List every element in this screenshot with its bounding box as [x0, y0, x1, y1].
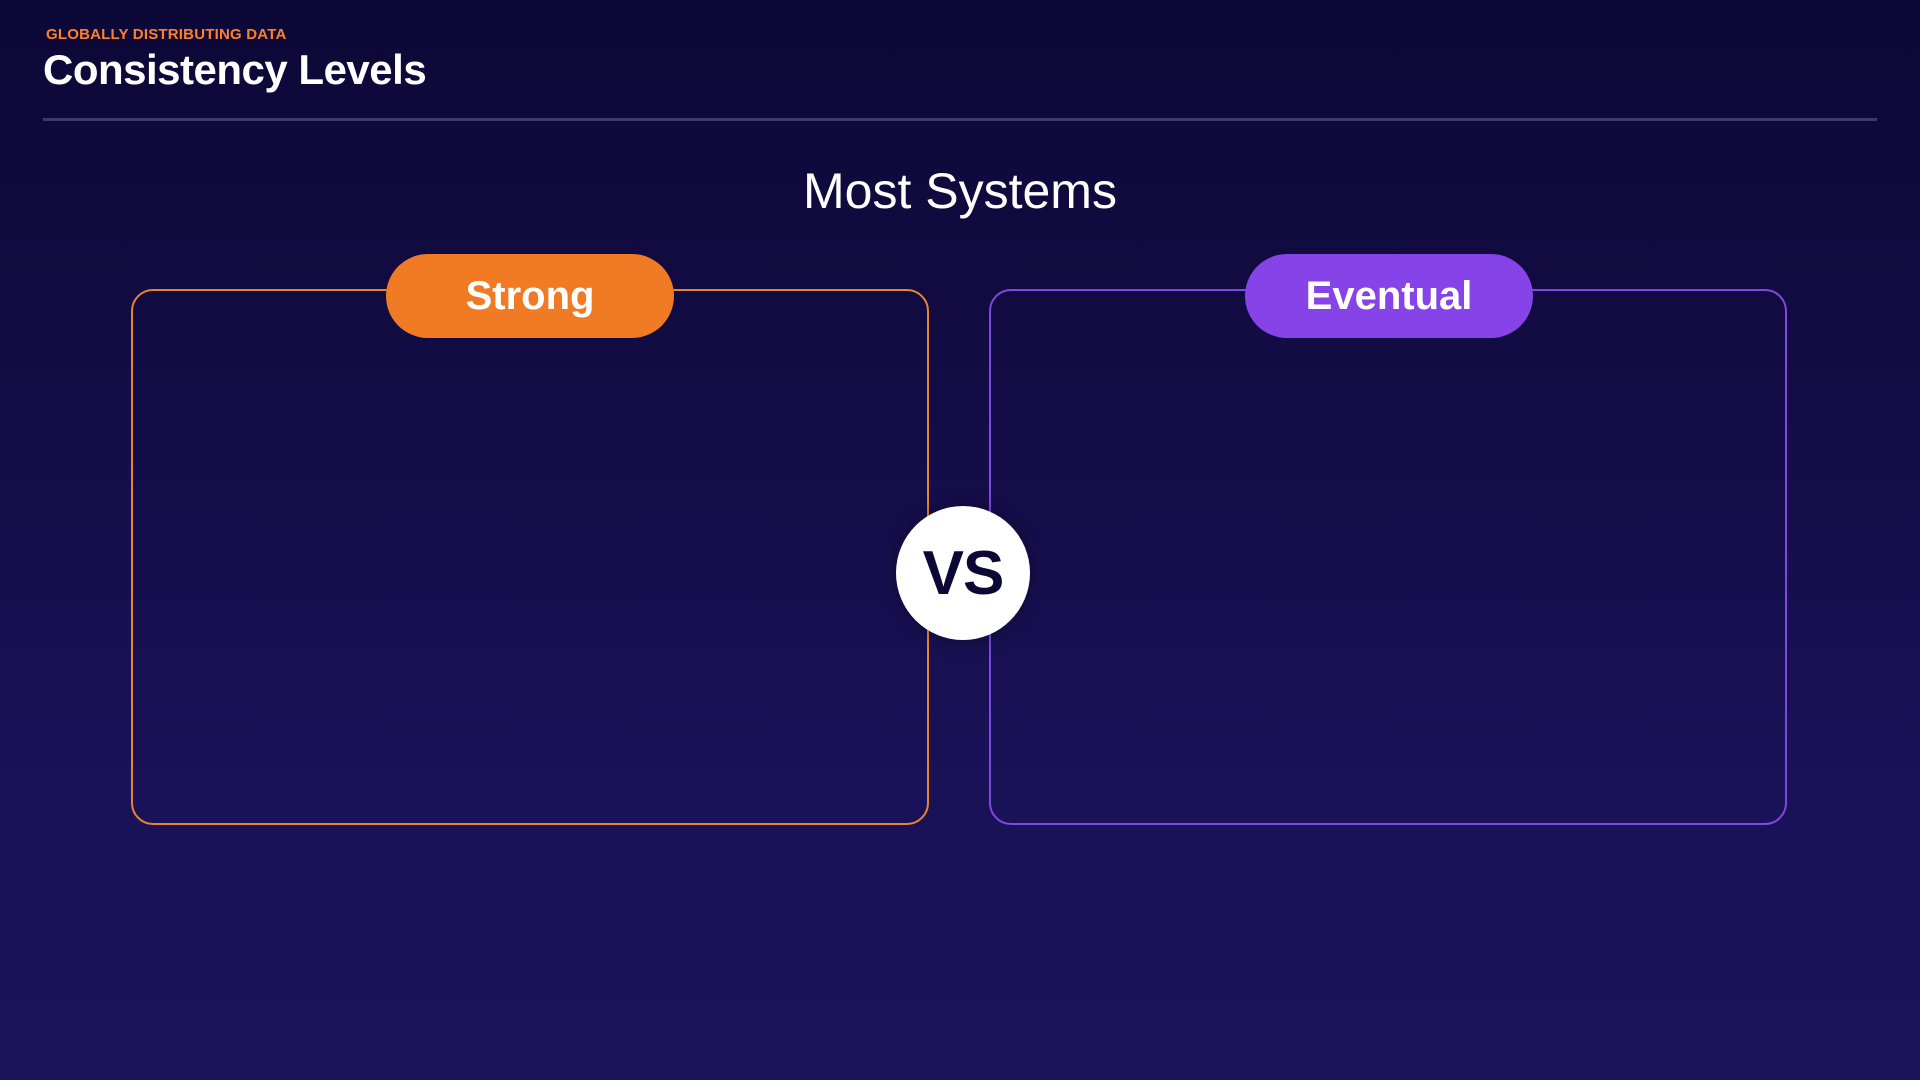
page-title: Consistency Levels [43, 46, 427, 93]
eventual-label-pill: Eventual [1245, 254, 1533, 338]
slide-subtitle: Most Systems [803, 163, 1117, 219]
section-eyebrow: GLOBALLY DISTRIBUTING DATA [46, 26, 287, 43]
eventual-panel [989, 289, 1787, 825]
strong-label-pill: Strong [386, 254, 674, 338]
vs-badge: VS [896, 506, 1030, 640]
header-divider [43, 118, 1877, 121]
strong-panel [131, 289, 929, 825]
